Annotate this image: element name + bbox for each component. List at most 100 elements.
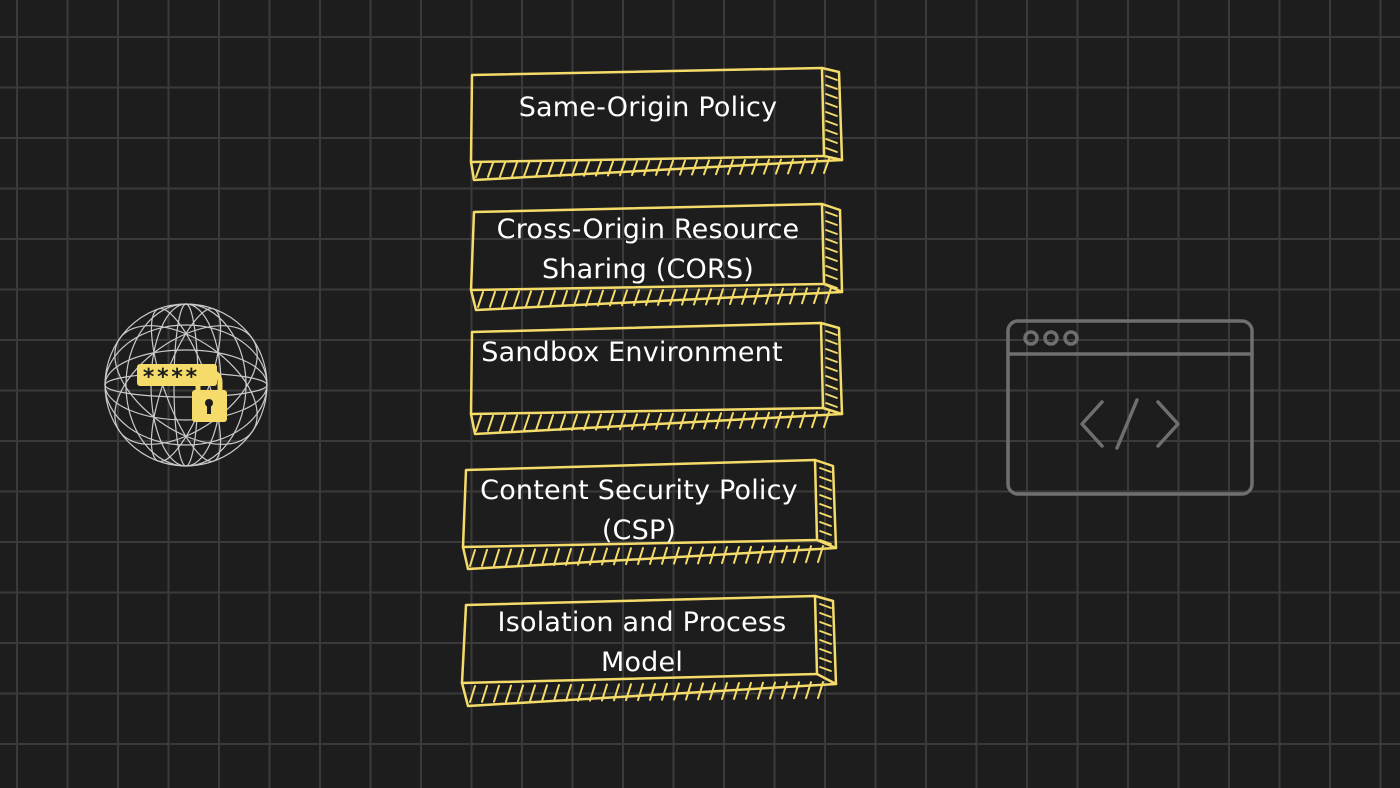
hatch-stroke <box>757 681 764 700</box>
hatch-stroke <box>583 160 590 177</box>
hatch-stroke <box>637 547 644 566</box>
hatch-stroke <box>825 287 832 304</box>
box-side-hatching <box>819 467 832 545</box>
hatch-stroke <box>489 290 496 308</box>
hatch-stroke <box>565 683 572 702</box>
hatch-stroke <box>595 160 602 177</box>
hatch-stroke <box>633 289 640 307</box>
layer-box-4 <box>461 458 838 571</box>
hatch-stroke <box>721 682 728 701</box>
hatch-stroke <box>493 684 500 703</box>
hatch-stroke <box>549 290 556 308</box>
hatch-stroke <box>793 545 800 564</box>
hatch-stroke <box>589 547 596 566</box>
hatch-stroke <box>703 159 710 176</box>
hatch-stroke <box>565 547 572 566</box>
hatch-stroke <box>661 682 668 701</box>
hatch-stroke <box>819 603 832 609</box>
hatch-stroke <box>793 681 800 700</box>
hatch-stroke <box>477 291 484 308</box>
layer-label-isolation-process-model: Isolation and Process Model <box>497 607 787 678</box>
hatch-stroke <box>805 545 812 564</box>
hatch-stroke <box>717 288 724 306</box>
box-hatching <box>469 681 824 703</box>
hatch-stroke <box>825 84 838 90</box>
hatch-stroke <box>819 494 832 500</box>
hatch-stroke <box>819 530 832 536</box>
hatch-stroke <box>819 521 832 527</box>
box-side-hatching <box>825 75 838 153</box>
hatch-stroke <box>525 290 532 308</box>
hatch-stroke <box>751 158 758 175</box>
hatch-stroke <box>819 503 832 509</box>
hatch-stroke <box>753 287 760 305</box>
hatch-stroke <box>721 546 728 565</box>
hatch-stroke <box>621 289 628 307</box>
hatch-stroke <box>535 414 542 432</box>
box-hatching <box>477 287 832 308</box>
hatch-stroke <box>825 375 838 381</box>
hatch-stroke <box>817 545 824 564</box>
hatch-stroke <box>573 289 580 307</box>
hatch-stroke <box>729 288 736 306</box>
layer-label-cors: Cross-Origin Resource Sharing (CORS) <box>496 214 800 285</box>
hatch-stroke <box>609 289 616 307</box>
hatch-stroke <box>763 411 770 429</box>
hatch-stroke <box>709 682 716 701</box>
hatch-stroke <box>585 289 592 307</box>
hatch-stroke <box>517 548 524 567</box>
hatch-stroke <box>571 413 578 431</box>
hatch-stroke <box>661 546 668 565</box>
hatch-stroke <box>631 413 638 431</box>
hatch-stroke <box>691 412 698 430</box>
hatch-stroke <box>825 93 838 99</box>
hatch-stroke <box>739 411 746 429</box>
hatch-stroke <box>739 158 746 175</box>
hatch-stroke <box>811 158 818 175</box>
hatch-stroke <box>825 339 838 345</box>
hatch-stroke <box>679 159 686 176</box>
hatch-stroke <box>559 414 566 432</box>
hatch-stroke <box>825 357 838 363</box>
box-side-hatching <box>825 330 838 408</box>
box-hatching <box>475 411 830 432</box>
hatch-stroke <box>481 684 488 703</box>
hatch-stroke <box>799 158 806 175</box>
hatch-stroke <box>667 159 674 176</box>
hatch-stroke <box>597 289 604 307</box>
hatch-stroke <box>657 288 664 306</box>
hatch-stroke <box>547 414 554 432</box>
hatch-stroke <box>819 512 832 518</box>
hatch-stroke <box>819 621 832 627</box>
hatch-stroke <box>805 681 812 700</box>
hatch-stroke <box>505 548 512 567</box>
hatch-stroke <box>825 256 838 262</box>
hatch-stroke <box>673 546 680 565</box>
hatch-stroke <box>505 684 512 703</box>
hatch-stroke <box>825 111 838 117</box>
hatch-stroke <box>601 683 608 702</box>
hatch-stroke <box>625 547 632 566</box>
hatch-stroke <box>679 412 686 430</box>
hatch-stroke <box>781 681 788 700</box>
hatch-stroke <box>817 681 824 700</box>
hatch-stroke <box>819 476 832 482</box>
hatch-stroke <box>481 548 488 567</box>
hatch-stroke <box>571 160 578 177</box>
hatch-stroke <box>825 147 838 153</box>
hatch-stroke <box>469 685 476 703</box>
hatch-stroke <box>487 161 494 178</box>
hatch-stroke <box>667 412 674 430</box>
hatch-stroke <box>645 289 652 307</box>
hatch-stroke <box>685 546 692 565</box>
hatch-stroke <box>825 138 838 144</box>
hatch-stroke <box>705 288 712 306</box>
hatch-stroke <box>825 129 838 135</box>
hatch-stroke <box>763 158 770 175</box>
hatch-stroke <box>825 366 838 372</box>
hatch-stroke <box>741 287 748 305</box>
lock-icon <box>192 368 227 422</box>
password-mask: **** <box>142 365 199 390</box>
hatch-stroke <box>825 238 838 244</box>
